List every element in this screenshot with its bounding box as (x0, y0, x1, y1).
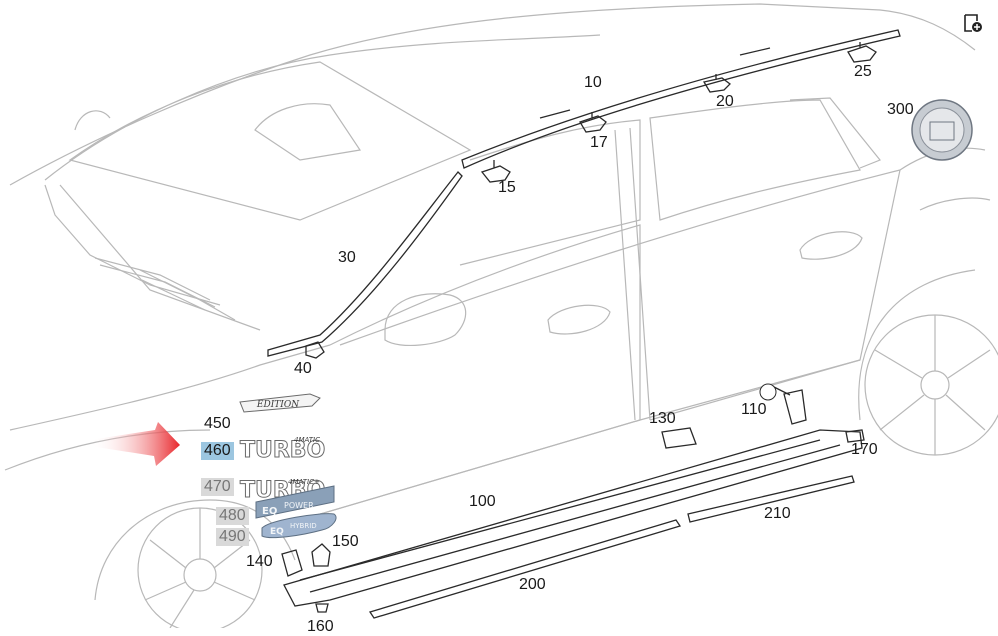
part-label-160[interactable]: 160 (307, 618, 334, 635)
rear-wheel-arch (858, 269, 976, 421)
b-pillar (614, 127, 651, 421)
clip-150 (311, 543, 331, 567)
windshield-top (44, 34, 601, 181)
part-label-490[interactable]: 490 (216, 528, 249, 546)
rear-wheel-hub (920, 370, 950, 400)
clip-15 (480, 160, 511, 183)
clip-140 (281, 549, 303, 577)
sill-end-cap (783, 389, 807, 425)
side-sill-detail (299, 439, 841, 593)
clip-20 (702, 74, 731, 93)
sensor-bump (74, 110, 111, 131)
roof-line (9, 3, 976, 186)
wiper-arm (44, 184, 221, 306)
badge-eq-hybrid: EQ HYBRID (261, 513, 337, 539)
part-label-15[interactable]: 15 (498, 179, 516, 196)
clip-25 (847, 42, 877, 63)
mirror-mount (254, 103, 362, 161)
clip-17 (579, 112, 607, 133)
badge-turbo-text: TURBO (240, 438, 325, 463)
rear-door-handle (799, 231, 863, 260)
lower-strip (368, 519, 682, 619)
car-body-lines (4, 3, 998, 633)
part-label-450[interactable]: 450 (204, 415, 231, 432)
part-label-480[interactable]: 480 (216, 507, 249, 525)
rear-wheel-rim (864, 314, 998, 456)
hood-line (9, 344, 331, 431)
part-label-20[interactable]: 20 (716, 93, 734, 110)
front-wheel-spokes (144, 508, 256, 629)
a-pillar-trim (267, 171, 463, 357)
part-label-17[interactable]: 17 (590, 134, 608, 151)
wiper-blade (94, 257, 216, 308)
clip-170 (845, 429, 865, 443)
part-label-170[interactable]: 170 (851, 441, 878, 458)
front-wheel-hub (183, 558, 217, 592)
badge-eq-hybrid-word: HYBRID (290, 522, 317, 530)
rear-wheel-spokes (874, 315, 991, 455)
badge-eq-power: EQ POWER (255, 485, 335, 519)
red-arrow (90, 422, 180, 466)
badge-edition-text: EDITION (256, 400, 300, 410)
badge-eq-power-word: POWER (284, 501, 314, 510)
part-label-140[interactable]: 140 (246, 553, 273, 570)
badge-4matic-text: 4MATIC (294, 436, 320, 444)
badge-4matic-plus-text: 4MATIC+ (288, 478, 320, 486)
roof-trim-strip (461, 29, 901, 169)
rear-lower-strip (687, 475, 855, 523)
round-emblem (911, 99, 973, 161)
screw-160 (315, 603, 329, 613)
windshield-inner (68, 61, 472, 221)
clip-40 (305, 341, 325, 359)
part-label-40[interactable]: 40 (294, 360, 312, 377)
lower-body-line (299, 359, 861, 521)
part-label-210[interactable]: 210 (764, 505, 791, 522)
badge-eq-power-eq: EQ (262, 506, 277, 517)
roof-trim-inner (539, 47, 771, 119)
part-label-130[interactable]: 130 (649, 410, 676, 427)
part-label-300[interactable]: 300 (887, 101, 914, 118)
side-mirror (384, 293, 467, 346)
part-label-200[interactable]: 200 (519, 576, 546, 593)
badge-eq-hybrid-eq: EQ (270, 527, 284, 537)
part-label-110[interactable]: 110 (741, 401, 767, 418)
cap-110-ring (759, 383, 777, 401)
fender-line (4, 429, 211, 471)
wiper-pivot (139, 269, 236, 321)
add-note-icon (964, 14, 982, 32)
rear-door-window (649, 99, 861, 221)
part-label-150[interactable]: 150 (332, 533, 359, 550)
badge-turbo-4matic: TURBO 4MATIC (240, 436, 326, 464)
rear-quarter-window (789, 97, 881, 169)
parts-group (267, 29, 901, 619)
part-label-100[interactable]: 100 (469, 493, 496, 510)
front-door-window (459, 119, 641, 266)
windshield-lower (59, 184, 261, 331)
part-label-25[interactable]: 25 (854, 63, 872, 80)
rear-door-outline (649, 169, 901, 421)
part-label-470[interactable]: 470 (201, 478, 234, 496)
clip-130 (661, 427, 697, 449)
beltline (339, 169, 901, 346)
badge-edition: EDITION (239, 393, 321, 413)
part-label-460[interactable]: 460 (201, 442, 234, 460)
side-sill-panel (283, 429, 863, 607)
part-label-30[interactable]: 30 (338, 249, 356, 266)
front-door-handle (547, 304, 611, 335)
front-door-outline (299, 224, 641, 521)
add-note-button[interactable] (962, 12, 984, 34)
part-label-10[interactable]: 10 (584, 74, 602, 91)
